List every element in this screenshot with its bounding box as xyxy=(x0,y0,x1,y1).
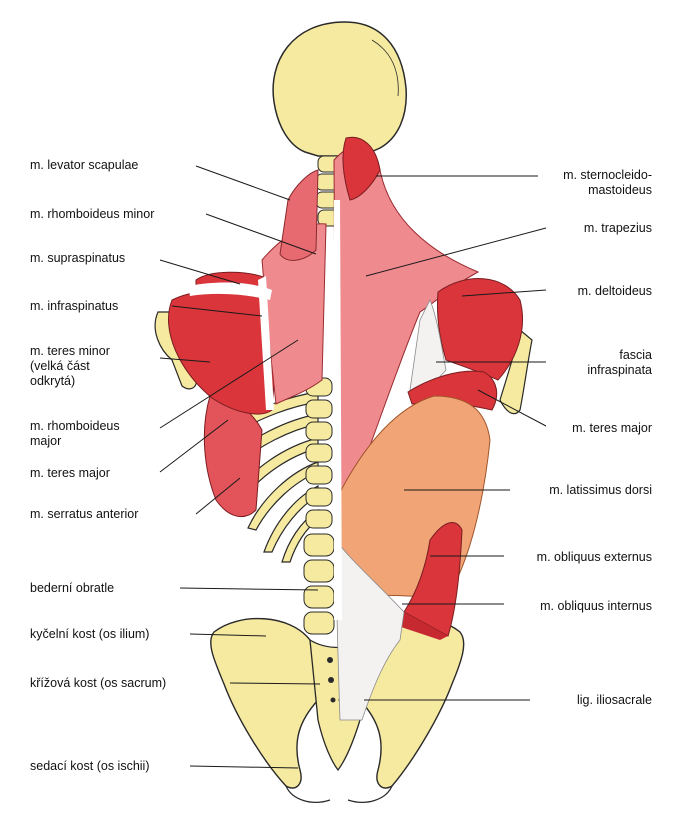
skull xyxy=(272,21,407,157)
deltoideus-muscle xyxy=(437,278,524,381)
label-teres-major-left: m. teres major xyxy=(30,466,110,480)
label-serratus-anterior: m. serratus anterior xyxy=(30,507,139,521)
label-infraspinatus: m. infraspinatus xyxy=(30,299,119,313)
label-teres-minor: m. teres minor (velká část odkrytá) xyxy=(30,344,110,388)
label-fascia-infraspinata: fascia infraspinata xyxy=(587,348,652,377)
label-os-ilium: kyčelní kost (os ilium) xyxy=(30,627,150,641)
label-rhomboideus-major: m. rhomboideus major xyxy=(30,419,120,448)
label-obliquus-externus: m. obliquus externus xyxy=(536,550,652,564)
label-sternocleidomastoideus: m. sternocleido- mastoideus xyxy=(563,168,652,197)
pelvis xyxy=(210,617,465,803)
thoracic-lumbar-spine xyxy=(303,377,335,635)
label-os-sacrum: křížová kost (os sacrum) xyxy=(30,676,167,690)
label-teres-major-right: m. teres major xyxy=(572,421,652,435)
label-levator-scapulae: m. levator scapulae xyxy=(30,158,139,172)
label-lumbar-vertebrae: bederní obratle xyxy=(30,581,115,595)
levator-scapulae-muscle xyxy=(279,169,319,261)
leader-lines xyxy=(159,165,547,769)
label-obliquus-internus: m. obliquus internus xyxy=(540,599,652,613)
label-trapezius: m. trapezius xyxy=(583,221,652,235)
sternocleidomastoideus-muscle xyxy=(342,136,381,201)
obliquus-internus-muscle xyxy=(398,612,448,640)
label-latissimus-dorsi: m. latissimus dorsi xyxy=(549,483,652,497)
label-rhomboideus-minor: m. rhomboideus minor xyxy=(30,207,155,221)
scapula-border xyxy=(258,276,274,410)
label-supraspinatus: m. supraspinatus xyxy=(30,251,126,265)
spine-midline-fascia xyxy=(334,200,342,620)
right-humerus xyxy=(499,328,533,415)
label-lig-iliosacrale: lig. iliosacrale xyxy=(576,693,652,707)
obliquus-externus-muscle xyxy=(403,522,463,637)
label-deltoideus: m. deltoideus xyxy=(577,284,652,298)
label-os-ischii: sedací kost (os ischii) xyxy=(30,759,150,773)
scapula-spine xyxy=(188,282,272,300)
